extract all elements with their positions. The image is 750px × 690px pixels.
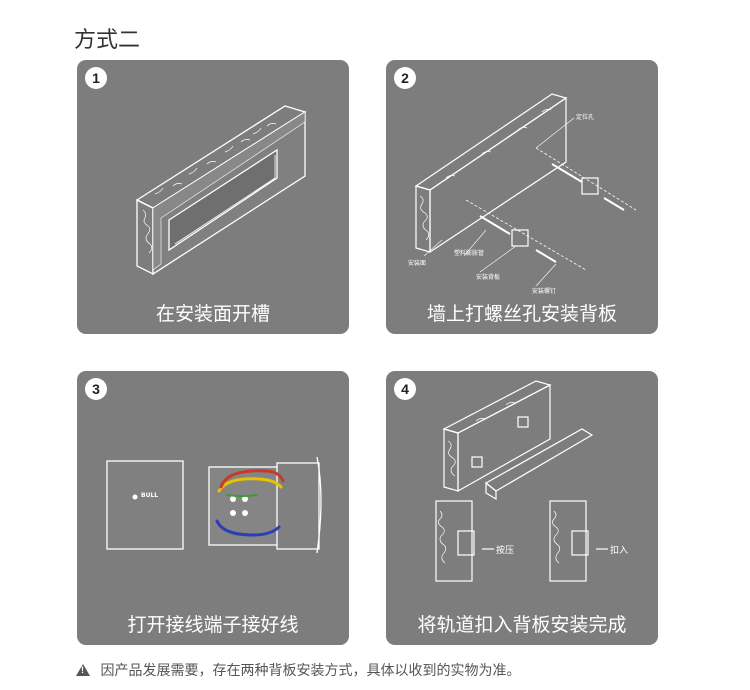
step-4-panel: 按压 扣入 4 将轨道扣入背板安装完成 bbox=[386, 371, 658, 645]
step-2-illustration bbox=[414, 93, 637, 287]
step-4-caption: 将轨道扣入背板安装完成 bbox=[417, 614, 627, 636]
step-3-panel: BULL 3 打开接线端子接好线 bbox=[77, 371, 349, 645]
label-screw: 安装螺钉 bbox=[532, 288, 557, 295]
step-3-illustration bbox=[106, 456, 322, 554]
step-4-illustration bbox=[435, 380, 608, 582]
page-heading: 方式二 bbox=[74, 28, 141, 53]
step-2-caption: 墙上打螺丝孔安装背板 bbox=[426, 303, 617, 325]
label-plate: 安装背板 bbox=[476, 274, 501, 281]
label-press: 按压 bbox=[496, 546, 515, 556]
label-snap: 扣入 bbox=[610, 546, 629, 556]
step-1-illustration bbox=[135, 105, 307, 276]
label-hole: 定位孔 bbox=[576, 114, 595, 121]
step-3-caption: 打开接线端子接好线 bbox=[127, 614, 299, 636]
step-2-panel: 定位孔 安装面 塑料膨胀管 安装背板 安装螺钉 2 墙上打螺丝孔安装背板 bbox=[386, 60, 658, 334]
footer-text: 因产品发展需要，存在两种背板安装方式，具体以收到的实物为准。 bbox=[100, 663, 521, 679]
brand-logo: BULL bbox=[141, 492, 159, 499]
step-number-badge: 4 bbox=[394, 378, 416, 400]
footer-note: 因产品发展需要，存在两种背板安装方式，具体以收到的实物为准。 bbox=[76, 660, 520, 680]
step-number-badge: 2 bbox=[394, 67, 416, 89]
step-number-badge: 3 bbox=[85, 378, 107, 400]
step-number-badge: 1 bbox=[85, 67, 107, 89]
step-1-caption: 在安装面开槽 bbox=[155, 303, 270, 325]
label-plug: 塑料膨胀管 bbox=[454, 250, 485, 257]
label-wall: 安装面 bbox=[408, 260, 427, 267]
step-1-panel: 1 在安装面开槽 bbox=[77, 60, 349, 334]
warning-icon bbox=[76, 664, 90, 676]
